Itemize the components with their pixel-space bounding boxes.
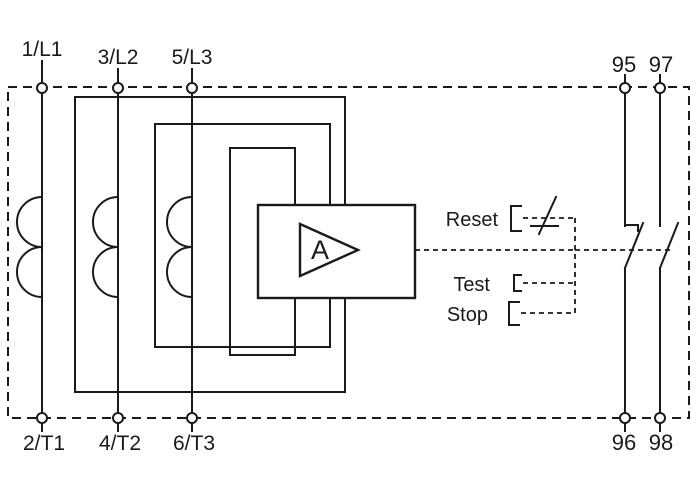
l1-sensing-coil-icon (16, 195, 44, 299)
enclosure-dashed-border (7, 86, 690, 419)
label-stop: Stop (447, 304, 488, 326)
amplifier-label: A (311, 235, 329, 265)
amplifier-triangle-icon (298, 222, 361, 278)
label-terminal-6t3: 6/T3 (173, 432, 215, 455)
nc-contact-blade-icon (623, 221, 645, 270)
label-test: Test (453, 274, 490, 296)
l2-sensing-coil-icon (92, 195, 120, 299)
no-contact-blade-icon (658, 221, 680, 270)
label-terminal-1l1: 1/L1 (22, 38, 63, 61)
terminal-98 (654, 412, 666, 424)
terminal-3l2 (112, 82, 124, 94)
label-terminal-98: 98 (649, 430, 673, 455)
test-button-bracket-icon (513, 274, 522, 292)
terminal-95 (619, 82, 631, 94)
label-terminal-97: 97 (649, 52, 673, 77)
control-linkage (415, 195, 671, 326)
terminal-6t3 (186, 412, 198, 424)
label-terminal-96: 96 (612, 430, 636, 455)
nc-contact-stop-icon (624, 224, 639, 232)
terminal-96 (619, 412, 631, 424)
terminal-2t1 (36, 412, 48, 424)
stop-button-bracket-icon (508, 301, 520, 326)
terminal-5l3 (186, 82, 198, 94)
reset-manual-actuator-icon (530, 195, 559, 236)
l3-sensing-coil-icon (166, 195, 194, 299)
amplifier-box (256, 203, 417, 300)
label-terminal-4t2: 4/T2 (99, 432, 141, 455)
label-reset: Reset (446, 209, 499, 231)
label-terminal-3l2: 3/L2 (98, 46, 139, 69)
terminal-1l1 (36, 82, 48, 94)
label-terminal-2t1: 2/T1 (23, 432, 65, 455)
terminal-4t2 (112, 412, 124, 424)
reset-button-bracket-icon (510, 205, 522, 232)
label-terminal-5l3: 5/L3 (172, 46, 213, 69)
phase-l1 (16, 60, 48, 432)
phase-l3 (166, 68, 198, 432)
terminal-97 (654, 82, 666, 94)
aux-contact-97-98 (654, 74, 680, 432)
phase-l2 (92, 68, 124, 432)
label-terminal-95: 95 (612, 52, 636, 77)
amplifier: A (256, 203, 417, 300)
aux-contact-95-96 (619, 74, 645, 432)
